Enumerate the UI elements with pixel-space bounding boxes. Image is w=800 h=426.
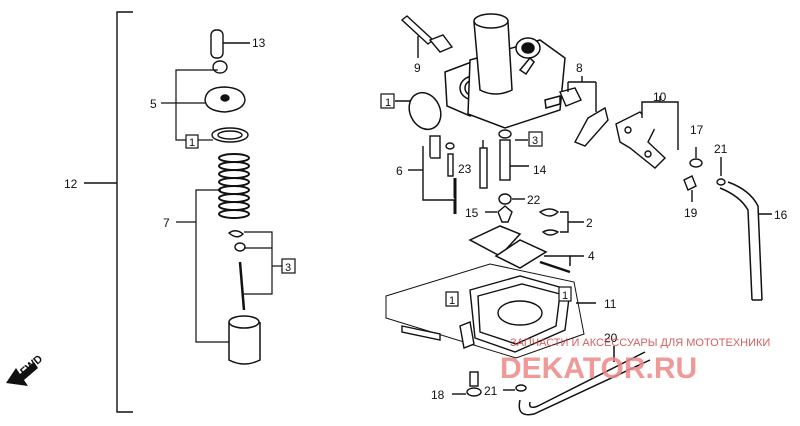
callout-12: 12 [64,177,78,191]
watermark-caption: ЗАПЧАСТИ И АКСЕССУАРЫ ДЛЯ МОТОТЕХНИКИ [510,337,770,349]
callout-10: 10 [653,90,667,104]
callout-6: 6 [396,164,403,178]
part-7-spring [218,153,250,219]
leader-lines-7 [176,189,282,343]
part-9-screw [400,15,454,58]
part-8-lever [559,76,609,147]
part-23-jet [479,140,488,189]
fwd-arrow-icon: FWD [6,353,45,386]
part-11-float-bowl [385,263,596,359]
boxed-callout-1-bowl-left: 1 [445,291,459,307]
part-19-screw [683,175,697,202]
boxed-callout-3-right: 3 [528,131,543,147]
callout-18: 18 [431,388,445,402]
callout-9: 9 [414,61,421,75]
watermark: ЗАПЧАСТИ И АКСЕССУАРЫ ДЛЯ МОТОТЕХНИКИ DE… [500,337,770,385]
callout-13: 13 [252,36,266,50]
part-5-cap [204,60,249,143]
boxed-callout-1-oring: 1 [380,93,395,109]
part-1-oring [395,91,442,131]
part-17-screw [689,147,703,168]
svg-text:3: 3 [285,262,291,274]
part-15-screw [485,205,513,223]
fwd-label: FWD [18,353,45,378]
svg-text:1: 1 [562,290,568,302]
svg-text:1: 1 [449,295,455,307]
part-21-clip [716,157,726,186]
callout-14: 14 [533,163,547,177]
part-4-float [468,225,584,274]
boxed-callout-1-left: 1 [185,134,199,149]
boxed-callout-3-left: 3 [281,258,296,274]
callout-20: 20 [604,331,618,345]
svg-text:1: 1 [189,137,195,149]
part-7-throttle-slide [228,315,261,365]
callout-15: 15 [465,206,479,220]
part-10-bracket [615,96,679,169]
svg-text:1: 1 [385,97,391,109]
callout-23: 23 [458,162,472,176]
callout-2: 2 [586,216,593,230]
callout-8: 8 [576,61,583,75]
watermark-brand: DEKATOR.RU [500,352,697,385]
part-18-drain-screw [452,371,482,397]
callout-16: 16 [774,208,788,222]
callout-22: 22 [527,193,541,207]
callout-21-bottom: 21 [484,384,498,398]
callout-11: 11 [604,297,617,311]
svg-text:3: 3 [532,135,538,147]
part-2-float-valve [538,208,584,236]
callout-17: 17 [690,123,704,137]
callout-7: 7 [163,216,170,230]
part-22-washer [498,193,525,205]
callout-21-top: 21 [714,142,728,156]
part-20-drain-tube [518,346,651,416]
callout-19: 19 [684,206,698,220]
part-14-jet [498,129,529,181]
part-13-pin [210,29,250,59]
leader-lines-5 [161,69,218,141]
part-3-clip-needle [227,230,246,311]
callout-4: 4 [588,249,595,263]
carburetor-body [444,13,566,129]
part-16-tube [719,181,772,301]
boxed-callout-1-bowl-right: 1 [558,286,572,302]
part-21-clip-bottom [503,384,527,392]
assembly-bracket-12 [84,11,133,413]
callout-5: 5 [150,97,157,111]
part-6-needle-valve [408,135,457,214]
